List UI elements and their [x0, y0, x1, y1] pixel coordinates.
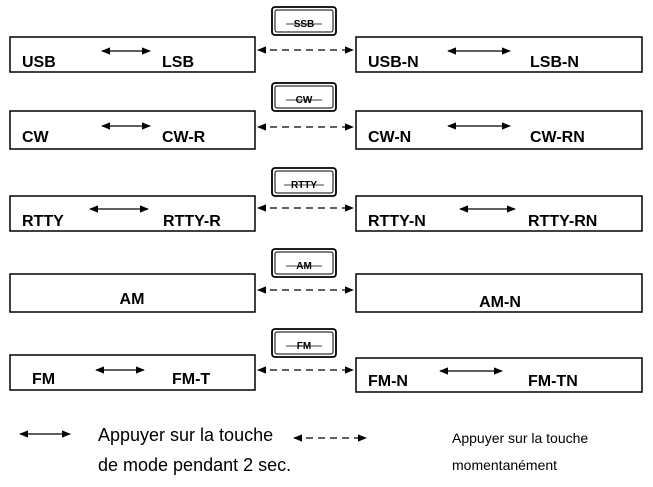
row-rtty: RTTY RTTY-R RTTY RTTY-N RTTY-RN — [9, 167, 643, 232]
row-am-left-mode-1: AM — [120, 291, 145, 308]
legend-hold-line-1: Appuyer sur la touche — [98, 425, 273, 445]
row-am-key-label: AM — [296, 261, 312, 272]
row-fm-left-mode-2: FM-T — [172, 371, 210, 388]
row-fm-left-mode-1: FM — [32, 371, 55, 388]
row-fm-right-mode-1: FM-N — [368, 373, 408, 390]
row-fm-key-button[interactable] — [271, 328, 337, 358]
row-ssb-key-label: SSB — [294, 19, 315, 30]
row-am-left-box — [9, 273, 256, 313]
legend-momentary-line-1: Appuyer sur la touche — [452, 430, 588, 446]
row-ssb-left-mode-2: LSB — [162, 54, 194, 71]
row-cw: CW CW-R CW CW-N CW-RN — [9, 82, 643, 150]
row-rtty-right-box — [355, 195, 643, 232]
row-fm-key-label: FM — [297, 341, 311, 352]
row-ssb-left-mode-1: USB — [22, 54, 56, 71]
row-fm: FM FM-T FM FM-N FM-TN — [9, 328, 643, 393]
row-fm-right-box — [355, 357, 643, 393]
row-cw-key-button[interactable] — [271, 82, 337, 112]
row-cw-key-label: CW — [296, 95, 313, 106]
row-rtty-key-label: RTTY — [291, 180, 317, 191]
row-cw-key-inner — [274, 85, 334, 109]
row-ssb: USB LSB SSB USB-N LSB-N — [9, 6, 643, 73]
legend-momentary-line-2: momentanément — [452, 457, 557, 473]
row-rtty-key-inner — [274, 170, 334, 194]
row-cw-right-mode-2: CW-RN — [530, 129, 585, 146]
legend-hold-line-2: de mode pendant 2 sec. — [98, 455, 291, 475]
row-rtty-left-box — [9, 195, 256, 232]
row-am-right-box — [355, 273, 643, 313]
row-am: AM AM AM-N — [9, 248, 643, 313]
row-cw-left-mode-2: CW-R — [162, 129, 206, 146]
row-ssb-key-inner — [274, 9, 334, 33]
row-fm-right-mode-2: FM-TN — [528, 373, 578, 390]
row-am-key-inner — [274, 251, 334, 275]
row-rtty-key-button[interactable] — [271, 167, 337, 197]
row-rtty-right-mode-2: RTTY-RN — [528, 213, 597, 230]
row-cw-right-mode-1: CW-N — [368, 129, 411, 146]
row-rtty-left-mode-1: RTTY — [22, 213, 64, 230]
row-am-right-mode-1: AM-N — [479, 294, 521, 311]
row-cw-right-box — [355, 110, 643, 150]
row-ssb-right-mode-1: USB-N — [368, 54, 419, 71]
row-ssb-key-button[interactable] — [271, 6, 337, 36]
row-rtty-right-mode-1: RTTY-N — [368, 213, 426, 230]
row-cw-left-box — [9, 110, 256, 150]
row-rtty-left-mode-2: RTTY-R — [163, 213, 221, 230]
row-am-key-button[interactable] — [271, 248, 337, 278]
row-fm-key-inner — [274, 331, 334, 355]
row-cw-left-mode-1: CW — [22, 129, 50, 146]
legend: Appuyer sur la touche de mode pendant 2 … — [19, 425, 588, 475]
row-ssb-right-mode-2: LSB-N — [530, 54, 579, 71]
